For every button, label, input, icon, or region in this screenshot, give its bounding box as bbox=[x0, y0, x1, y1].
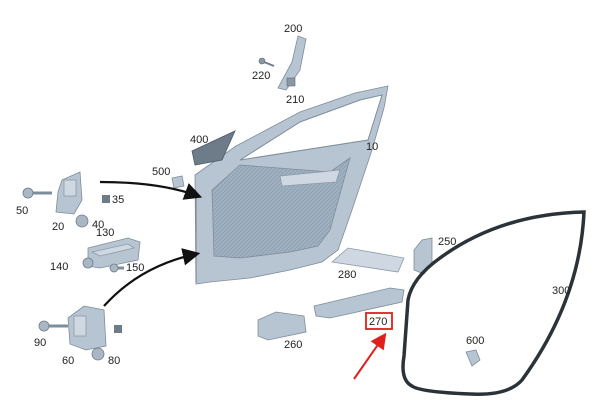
callout-35-upper: 35 bbox=[112, 194, 124, 206]
clip-part-600 bbox=[465, 349, 481, 367]
callout-270: 270 bbox=[369, 316, 387, 328]
callout-600: 600 bbox=[466, 335, 484, 347]
nut-part-35-lower bbox=[114, 325, 122, 333]
callout-140: 140 bbox=[50, 261, 68, 273]
callout-220: 220 bbox=[252, 70, 270, 82]
door-check-part-130 bbox=[87, 237, 141, 269]
nut-part-80 bbox=[91, 347, 105, 361]
nut-part-35-upper bbox=[102, 195, 110, 203]
callout-130: 130 bbox=[96, 227, 114, 239]
screw-part-220 bbox=[258, 57, 275, 67]
guide-part-260 bbox=[257, 311, 307, 341]
lower-hinge-part-60 bbox=[67, 305, 107, 351]
hinge-pointer-arrow-upper bbox=[99, 180, 203, 200]
callout-250: 250 bbox=[438, 236, 456, 248]
callout-60: 60 bbox=[62, 355, 74, 367]
weatherstrip-part-300 bbox=[401, 210, 586, 396]
highlight-arrow-270 bbox=[353, 332, 387, 380]
bolt-part-150 bbox=[109, 263, 124, 273]
seal-strip-part-280 bbox=[331, 247, 405, 273]
callout-400: 400 bbox=[190, 134, 208, 146]
callout-500: 500 bbox=[152, 166, 170, 178]
callout-10: 10 bbox=[366, 141, 378, 153]
door-shell-part-10 bbox=[194, 85, 389, 285]
callout-20: 20 bbox=[52, 221, 64, 233]
bolt-part-50 bbox=[22, 187, 52, 199]
callout-210: 210 bbox=[286, 94, 304, 106]
bolt-part-140 bbox=[82, 257, 94, 269]
clip-part-210 bbox=[286, 77, 296, 87]
callout-300: 300 bbox=[552, 285, 570, 297]
callout-200: 200 bbox=[284, 23, 302, 35]
mirror-triangle-part-400 bbox=[191, 130, 236, 166]
callout-50: 50 bbox=[16, 205, 28, 217]
pillar-trim-part-200 bbox=[277, 35, 307, 91]
upper-hinge-part-20 bbox=[55, 171, 83, 215]
callout-80: 80 bbox=[108, 355, 120, 367]
bolt-part-90 bbox=[38, 320, 68, 332]
hinge-pointer-arrow-lower bbox=[103, 248, 201, 307]
regulator-rail-part-270 bbox=[313, 287, 405, 319]
callout-40: 40 bbox=[92, 219, 104, 231]
callout-90: 90 bbox=[34, 337, 46, 349]
plug-part-500 bbox=[171, 175, 185, 189]
nut-part-40 bbox=[75, 214, 89, 228]
callout-260: 260 bbox=[284, 339, 302, 351]
highlight-box-270 bbox=[365, 312, 393, 330]
callout-280: 280 bbox=[338, 269, 356, 281]
callout-150: 150 bbox=[126, 262, 144, 274]
